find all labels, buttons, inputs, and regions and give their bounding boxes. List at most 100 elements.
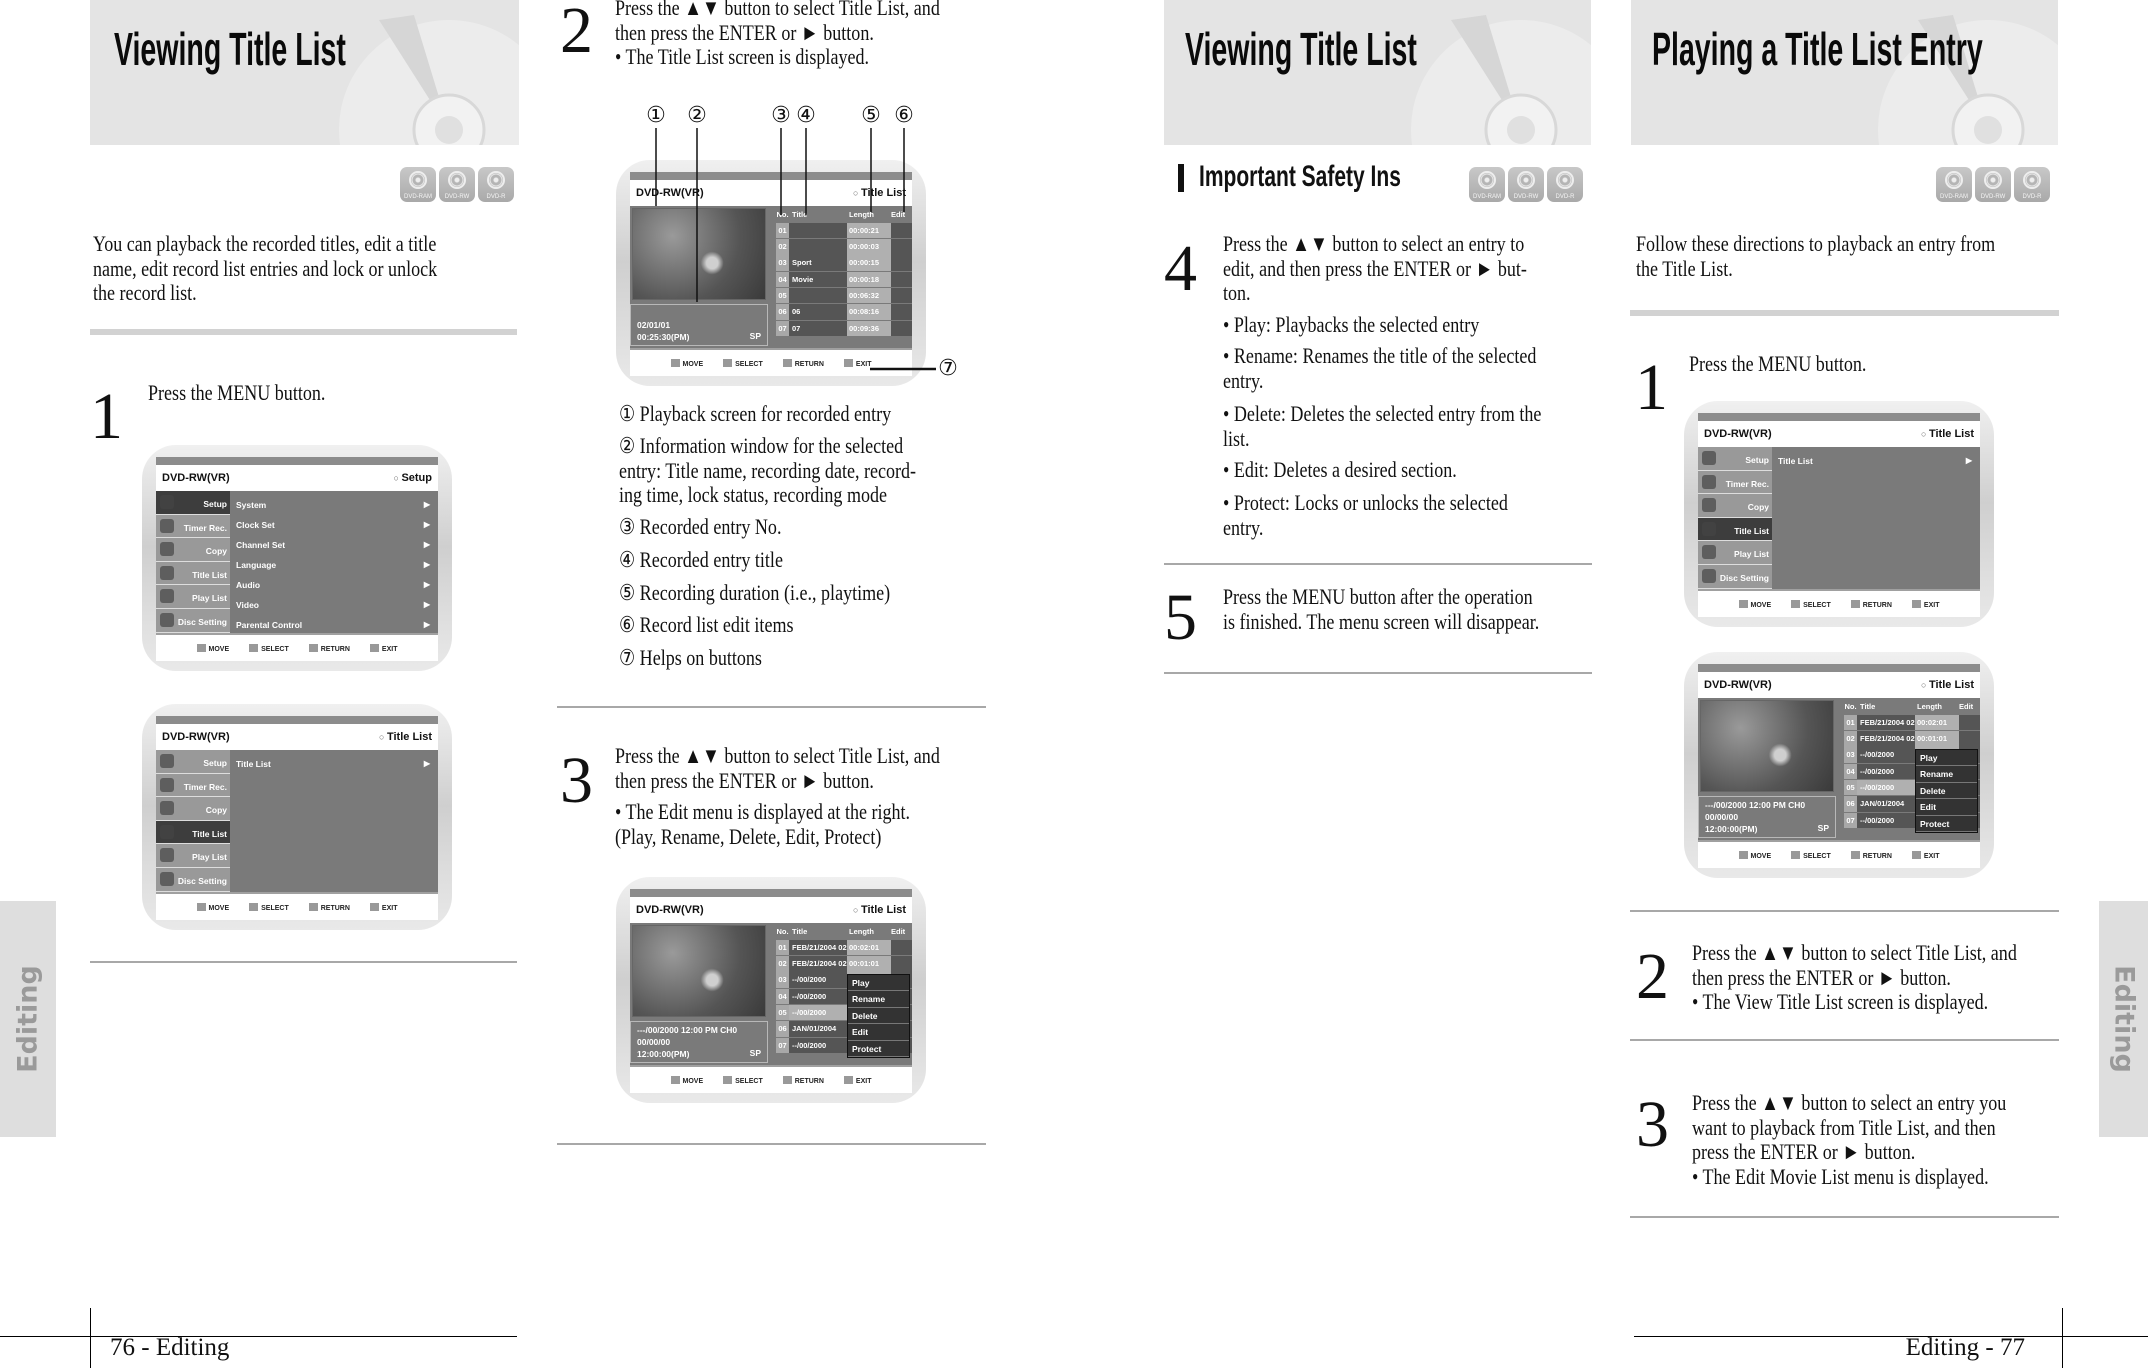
dvd-rw-badge-icon: DVD-RW (1508, 167, 1544, 202)
step3-text: Press the ▲▼ button to select Title List… (615, 743, 940, 793)
popup-item-rename[interactable]: Rename (848, 991, 909, 1008)
divider (1164, 563, 1592, 565)
entry-length: 00:02:01 (1915, 714, 1959, 731)
screen-top-strip (1698, 413, 1980, 421)
screen-panel: DVD-RW(VR)Title List02/01/0100:25:30(PM)… (630, 172, 912, 376)
entry-number: 02 (776, 956, 789, 972)
step-number: 2 (560, 0, 593, 67)
screen-title: Setup (394, 472, 432, 484)
intro-text: You can playback the recorded titles, ed… (93, 231, 438, 305)
help-select: SELECT (723, 1076, 763, 1085)
popup-item-protect[interactable]: Protect (848, 1041, 909, 1057)
popup-item-play[interactable]: Play (1916, 750, 1977, 767)
sidebar-item: Copy (156, 538, 230, 562)
entry-title: --/00/2000 (1857, 747, 1915, 763)
popup-item-play[interactable]: Play (848, 975, 909, 992)
legend-item: ③ Recorded entry No. (619, 514, 782, 539)
sidebar-item: Disc Setting (1698, 564, 1772, 589)
screen-top-strip (1698, 664, 1980, 672)
popup-item-delete[interactable]: Delete (848, 1008, 909, 1025)
menu-item: Video (236, 595, 432, 615)
divider (1164, 672, 1592, 674)
legend-item: ⑥ Record list edit items (619, 612, 794, 637)
callout-1: ① (646, 103, 666, 128)
help-exit: EXIT (844, 359, 872, 368)
step2-text: Press the ▲▼ button to select Title List… (1692, 940, 2017, 1014)
entry-title: FEB/21/2004 02 (1857, 714, 1915, 731)
entry-number: 05 (1844, 779, 1857, 796)
entry-edit (891, 287, 912, 304)
step-number: 3 (560, 744, 593, 817)
entry-title (789, 239, 847, 255)
popup-item-rename[interactable]: Rename (1916, 766, 1977, 783)
entry-edit (891, 271, 912, 288)
step-number: 1 (90, 380, 123, 453)
dvd-r-badge-icon: DVD-R (2014, 167, 2050, 202)
popup-item-protect[interactable]: Protect (1916, 816, 1977, 832)
editing-side-tab: Editing (2099, 901, 2148, 1137)
help-move: MOVE (197, 903, 230, 912)
entry-number: 02 (776, 239, 789, 255)
popup-item-edit[interactable]: Edit (848, 1024, 909, 1041)
callout-6: ⑥ (894, 103, 914, 128)
menu-item: Title List (1778, 451, 1974, 471)
sidebar-item: Title List (156, 820, 230, 845)
column-header: Length (1917, 702, 1942, 711)
entry-number: 06 (1844, 796, 1857, 812)
screen-header: DVD-RW(VR)Setup (156, 465, 438, 491)
help-exit: EXIT (370, 644, 398, 653)
sidebar-item: Setup (156, 750, 230, 774)
dvd-ram-badge-icon: DVD-RAM (1936, 167, 1972, 202)
disc-graphic-icon (1878, 15, 2058, 145)
step4-bullet: • Protect: Locks or unlocks the selected… (1223, 490, 1508, 540)
menu-item: Channel Set (236, 535, 432, 555)
disc-graphic-icon (1411, 15, 1591, 145)
sidebar-item: Play List (1698, 541, 1772, 565)
playback-preview (1700, 700, 1834, 792)
entry-title: FEB/21/2004 02 (789, 956, 847, 972)
divider (1630, 1039, 2059, 1041)
entry-number: 04 (1844, 763, 1857, 780)
sidebar-item: Disc Setting (156, 867, 230, 892)
disc-mode-label: DVD-RW(VR) (1704, 428, 1772, 440)
help-select: SELECT (1791, 600, 1831, 609)
playback-preview (632, 925, 766, 1017)
callout-lines (655, 128, 936, 371)
entry-number: 03 (776, 972, 789, 988)
column-header: Edit (891, 210, 906, 219)
step4-bullet: • Delete: Deletes the selected entry fro… (1223, 401, 1542, 451)
footer-rule (0, 1336, 517, 1337)
popup-item-delete[interactable]: Delete (1916, 783, 1977, 800)
help-return: RETURN (309, 903, 350, 912)
column-header: Length (849, 927, 874, 936)
footer-rule (2062, 1308, 2063, 1368)
popup-item-edit[interactable]: Edit (1916, 799, 1977, 816)
screen-top-strip (156, 716, 438, 724)
callout-2: ② (687, 103, 707, 128)
divider (90, 961, 517, 963)
help-move: MOVE (671, 1076, 704, 1085)
help-select: SELECT (249, 644, 289, 653)
badge-label: DVD-RW (1980, 194, 2006, 200)
entry-length: 00:02:01 (847, 939, 891, 956)
screen-panel: DVD-RW(VR)Title List---/00/2000 12:00 PM… (630, 889, 912, 1093)
sidebar-item: Setup (1698, 447, 1772, 471)
